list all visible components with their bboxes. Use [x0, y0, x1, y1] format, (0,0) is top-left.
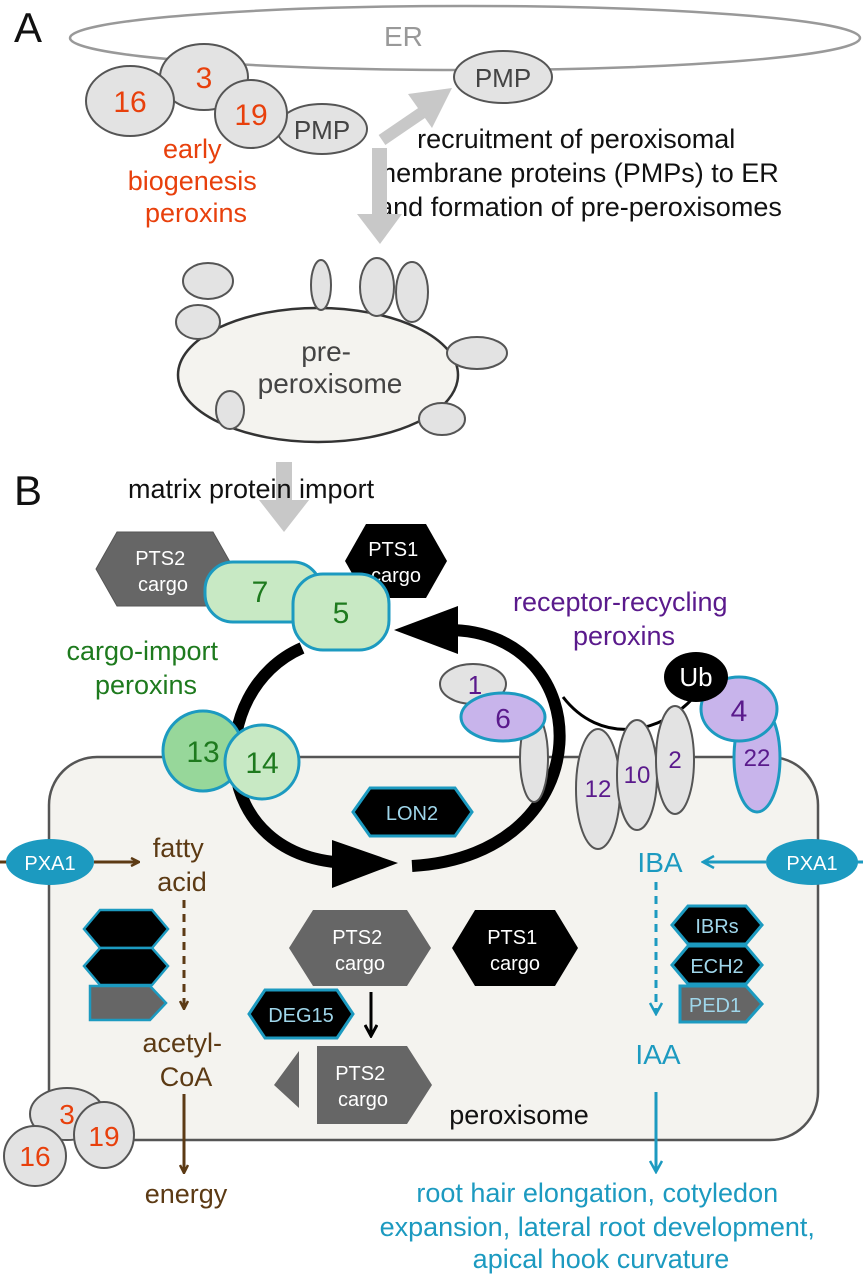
ped1-label: PED1 [689, 995, 741, 1017]
pex16-a [85, 65, 175, 137]
pex13-label: 13 [186, 736, 219, 769]
iba-label: IBA [637, 847, 682, 878]
pxa1-left-label: PXA1 [24, 853, 75, 875]
pex19-a [214, 79, 288, 149]
peroxisome-label: peroxisome [449, 1100, 589, 1130]
pts2-cargo-mid [289, 910, 431, 986]
acetyl-coa-label: acetyl- CoA [142, 1028, 229, 1092]
pts1-cargo-top-label: PTS1 cargo [368, 539, 424, 587]
pre-peroxisome-label: pre- peroxisome [258, 336, 403, 399]
recruitment-arrow [378, 105, 430, 145]
pts2-cargo-top-label: PTS2 cargo [135, 548, 191, 596]
peroxisome-body [47, 755, 820, 1142]
pex7-label: 7 [252, 576, 269, 609]
beta-oxidation-enzyme [82, 908, 170, 950]
pex2-label: 2 [668, 747, 681, 774]
beta-oxidation-enzyme [82, 946, 170, 987]
pex19-b [73, 1101, 135, 1169]
recycling-label: receptor-recycling peroxins [513, 587, 735, 651]
ech2-label: ECH2 [690, 956, 743, 978]
er-label: ER [384, 21, 423, 52]
lon2-label: LON2 [386, 803, 438, 825]
pmp-blob [395, 261, 429, 323]
recruitment-label: recruitment of peroxisomal membrane prot… [374, 124, 787, 222]
lon2 [351, 786, 474, 838]
iaa-label: IAA [635, 1039, 680, 1070]
ped1 [678, 984, 765, 1024]
panel-label-a: A [14, 4, 42, 51]
pxa1-left [6, 839, 94, 885]
pts2-cargo-cleaved [317, 1046, 432, 1124]
cleaved-presequence [274, 1051, 299, 1108]
pmp-on-er-label: PMP [475, 63, 531, 93]
pex14-label: 14 [245, 747, 278, 780]
import-cycle-arrow-head [332, 840, 398, 888]
ubiquitin [664, 652, 728, 702]
pmp-blob [359, 257, 395, 317]
pex16-a-label: 16 [113, 86, 146, 119]
fatty-acid-label: fatty acid [153, 833, 212, 897]
pmp-blob [310, 259, 332, 311]
energy-label: energy [145, 1179, 228, 1209]
cargo-import-label: cargo-import peroxins [66, 636, 225, 700]
import-arrow-head [259, 500, 309, 532]
beta-oxidation-enzyme [88, 984, 168, 1022]
preperoxisome-arrow-head [357, 214, 402, 244]
pex2 [655, 705, 695, 815]
pex6-label: 6 [495, 703, 511, 734]
pts2-cargo-mid-label: PTS2 cargo [332, 927, 388, 975]
recruitment-arrow-head [408, 88, 452, 128]
pex3-b-label: 3 [59, 1099, 75, 1130]
recycling-cycle-arrow [411, 624, 566, 872]
outcome-label: root hair elongation, cotyledon expansio… [380, 1178, 823, 1274]
pre-peroxisome-pmps [175, 257, 508, 436]
pex5 [291, 572, 391, 652]
pmp-left-label: PMP [294, 115, 350, 145]
ibrs-label: IBRs [695, 916, 738, 938]
pex3-a-label: 3 [196, 62, 213, 95]
pex12-label: 12 [585, 776, 612, 803]
pxa1-right [766, 839, 858, 885]
panel-label-b: B [14, 467, 42, 514]
deg15 [247, 988, 355, 1040]
pex16-b-label: 16 [19, 1141, 50, 1172]
pmp-blob [215, 390, 245, 430]
pts1-cargo-mid [452, 910, 578, 986]
pxa1-right-label: PXA1 [786, 853, 837, 875]
pex19-a-label: 19 [234, 99, 267, 132]
pts1-cargo-mid-label: PTS1 cargo [487, 927, 543, 975]
pmp-blob [182, 262, 234, 300]
pex16-b [3, 1125, 67, 1187]
ech2 [670, 944, 764, 986]
early-peroxins-label: early biogenesis peroxins [128, 134, 265, 228]
pts2-cargo-cleaved-label: PTS2 cargo [335, 1063, 391, 1111]
matrix-import-label: matrix protein import [128, 474, 375, 504]
import-arrow [276, 462, 292, 506]
pmp-on-er [453, 50, 553, 104]
pex5-label: 5 [333, 597, 350, 630]
pex6 [459, 691, 547, 743]
recycling-cycle-arrow-head [394, 606, 458, 654]
pex1-label: 1 [468, 670, 482, 700]
pmp-blob [175, 304, 221, 340]
ibrs [670, 904, 764, 946]
deg15-label: DEG15 [268, 1005, 334, 1027]
pex10-label: 10 [624, 762, 651, 789]
pex19-b-label: 19 [88, 1121, 119, 1152]
pmp-blob [446, 336, 508, 370]
pex4-label: 4 [731, 695, 748, 728]
ubiquitin-label: Ub [679, 662, 712, 692]
preperoxisome-arrow [372, 148, 387, 230]
pex22-label: 22 [744, 745, 771, 772]
pmp-blob [418, 402, 466, 436]
pex14 [223, 723, 301, 801]
